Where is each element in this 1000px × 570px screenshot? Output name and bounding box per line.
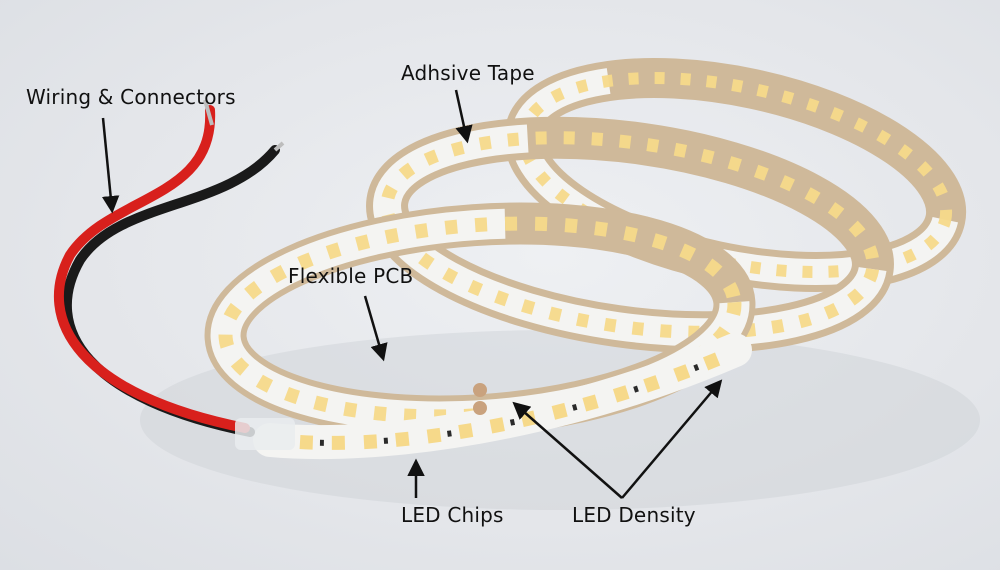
arrow-density-right xyxy=(621,379,723,499)
heat-shrink-connector xyxy=(235,418,295,450)
label-led-density: LED Density xyxy=(572,503,696,527)
strip-front-segment xyxy=(253,333,752,460)
arrow-tape xyxy=(454,89,473,144)
solder-pad xyxy=(473,383,487,397)
arrow-wiring xyxy=(101,117,120,214)
solder-pad xyxy=(473,401,487,415)
strip-loop-middle xyxy=(366,116,894,354)
label-led-chips: LED Chips xyxy=(401,503,504,527)
arrow-density-left xyxy=(512,401,623,499)
arrow-pcb xyxy=(363,295,388,362)
label-wiring-connectors: Wiring & Connectors xyxy=(26,85,236,109)
callout-arrows xyxy=(101,89,723,499)
wire-pair xyxy=(53,99,295,450)
label-adhesive-tape: Adhsive Tape xyxy=(401,61,535,85)
label-flexible-pcb: Flexible PCB xyxy=(288,264,414,288)
